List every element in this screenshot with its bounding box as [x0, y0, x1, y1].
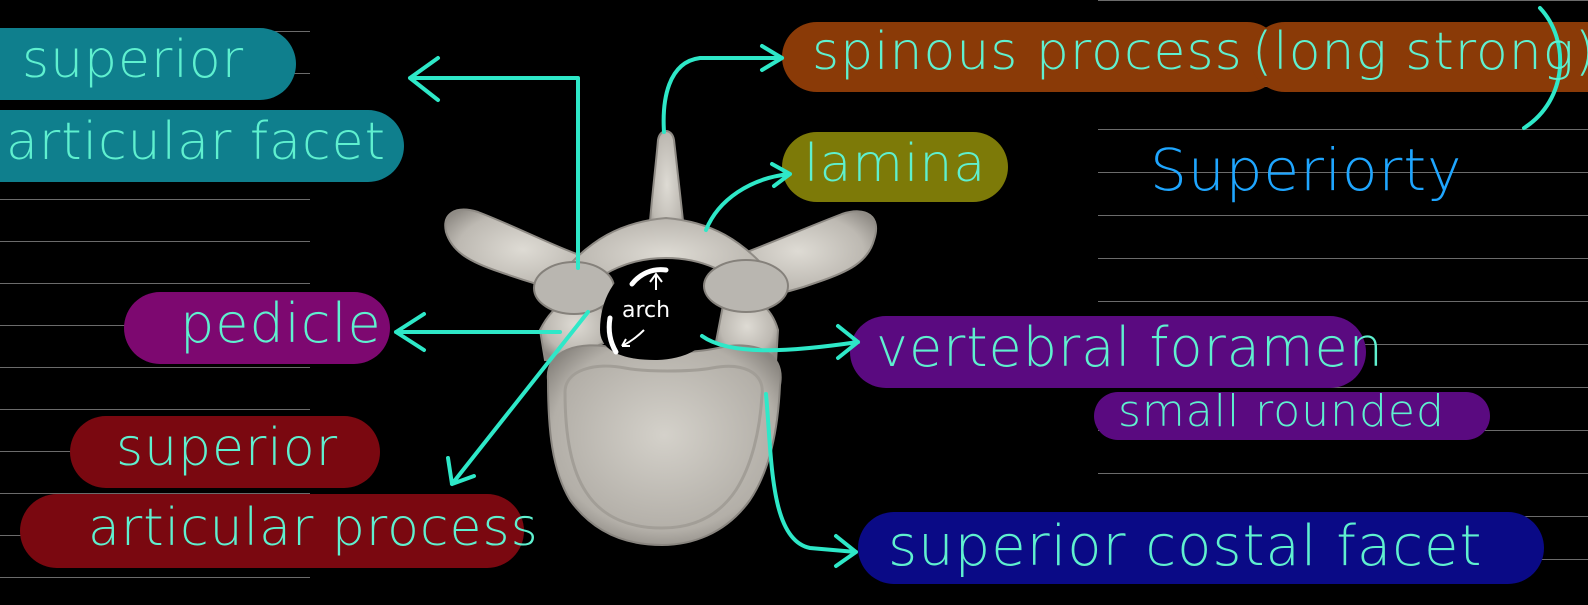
label-superior-articular-facet-2: articular facet: [6, 112, 386, 172]
label-superior-costal-facet: superior costal facet: [888, 514, 1482, 579]
vertebral-body: [548, 345, 781, 545]
label-superiorly: Superiorty: [1150, 136, 1462, 204]
left-articular-facet: [534, 262, 614, 314]
label-superior-articular-process-2: articular process: [88, 498, 539, 558]
label-superior-articular-facet-1: superior: [22, 30, 244, 90]
arrow-costal-facet: [766, 394, 856, 566]
label-vertebral-foramen-note: small rounded: [1118, 386, 1445, 437]
label-vertebral-foramen: vertebral foramen: [876, 316, 1384, 379]
label-superior-articular-process-1: superior: [116, 418, 338, 478]
right-articular-facet: [704, 260, 788, 312]
label-spinous-process: spinous process: [812, 22, 1243, 82]
arrow-spinous: [664, 46, 782, 132]
label-arch: arch: [622, 298, 670, 323]
label-pedicle: pedicle: [180, 292, 382, 355]
label-lamina: lamina: [804, 134, 986, 194]
label-spinous-note: (long strong): [1252, 22, 1588, 82]
arrow-pedicle: [396, 314, 560, 350]
arrow-lamina: [706, 164, 790, 230]
